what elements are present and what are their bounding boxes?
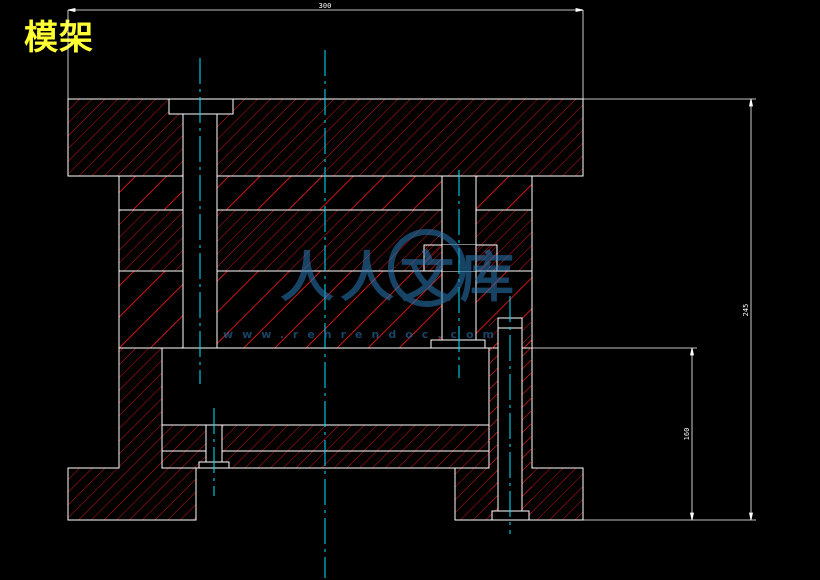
dimension-label-height: 245 — [742, 304, 750, 317]
watermark-url: www.renrendoc.com — [223, 328, 503, 341]
drawing-title: 模架 — [24, 18, 94, 58]
watermark-text: 人人文库 — [280, 246, 520, 309]
watermark-logo-ring — [388, 229, 466, 307]
dimension-label-width: 300 — [319, 2, 332, 10]
watermark: 人人文库 www.renrendoc.com — [223, 229, 520, 341]
center-lines — [199, 50, 511, 578]
dimension-overall-width: 300 — [67, 2, 584, 99]
dimension-lower-height: 160 — [532, 347, 697, 521]
dimension-overall-height: 245 — [583, 98, 756, 521]
dimension-label-lower: 160 — [683, 428, 691, 441]
